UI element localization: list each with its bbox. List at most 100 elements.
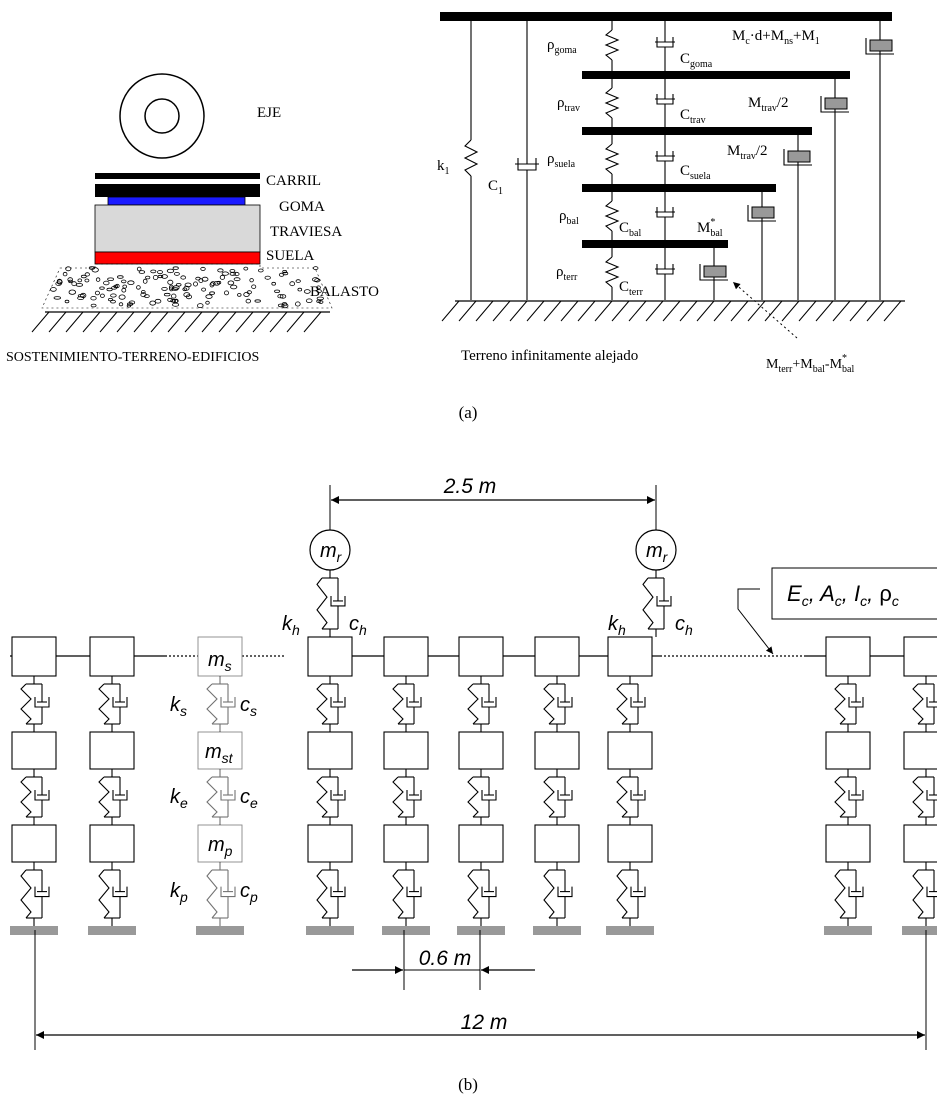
- label-balasto: BALASTO: [310, 284, 379, 300]
- label-mass-trav-b: Mtrav/2: [727, 143, 768, 162]
- pad-mass-box: [307, 824, 353, 863]
- label-rho-goma: ρgoma: [547, 37, 577, 56]
- ground-hatch-right: [441, 300, 905, 322]
- label-ch-2: ch: [675, 613, 693, 638]
- ground-hatch: [31, 311, 330, 333]
- rail-node-box: [89, 636, 135, 677]
- suspension: [316, 570, 346, 637]
- pad-mass-box: [825, 824, 871, 863]
- suspension: [642, 570, 672, 637]
- pad-mass-box: [458, 824, 504, 863]
- label-ch-1: ch: [349, 613, 367, 638]
- label-eje: EJE: [257, 105, 281, 121]
- label-k1: k1: [437, 158, 450, 177]
- label-dist-total: 12 m: [461, 1011, 508, 1034]
- ground-support: [824, 926, 872, 935]
- sleeper-mass-box: [903, 731, 937, 770]
- sleeper-column: [382, 636, 430, 935]
- sleeper-column: [606, 636, 654, 935]
- rail-top: [95, 173, 260, 179]
- rail-node-box: [307, 636, 353, 677]
- ballast-stones: [50, 266, 324, 309]
- label-goma: GOMA: [279, 199, 325, 215]
- lumped-model: k1 C1 ρgoma ρtrav ρsuela ρbal ρterr Cgom…: [437, 12, 905, 375]
- sleeper-column: [196, 636, 244, 935]
- sleeper-mass-box: [607, 731, 653, 770]
- label-kh-2: kh: [608, 613, 626, 638]
- ground-support: [606, 926, 654, 935]
- suela-layer: [94, 251, 261, 265]
- rail-node-box: [383, 636, 429, 677]
- rail-node-box: [903, 636, 937, 677]
- label-ce: ce: [240, 786, 258, 811]
- pad-mass-box: [607, 824, 653, 863]
- label-terreno: Terreno infinitamente alejado: [461, 348, 638, 364]
- label-c1: C1: [488, 178, 503, 197]
- rail-node-box: [11, 636, 57, 677]
- label-mass-terr: Mterr+Mbal-M*bal: [766, 353, 854, 375]
- sleeper-column: [10, 636, 58, 935]
- rho-springs: [604, 21, 620, 300]
- label-sostenimiento: SOSTENIMIENTO-TERRENO-EDIFICIOS: [6, 350, 259, 365]
- ballast-outline: [41, 263, 333, 309]
- pad-mass-box: [89, 824, 135, 863]
- wheel-icon: [119, 73, 205, 159]
- sleeper-mass-box: [825, 731, 871, 770]
- rail-bottom: [95, 184, 260, 197]
- pad-mass-box: [383, 824, 429, 863]
- pad-mass-box: [197, 824, 243, 863]
- label-mass-top: Mc·d+Mns+M1: [732, 28, 820, 47]
- wheel-mass-label: mr: [320, 540, 343, 565]
- label-mst: mst: [205, 741, 234, 766]
- label-c-goma: Cgoma: [680, 51, 713, 70]
- sleeper-mass-box: [383, 731, 429, 770]
- label-ke: ke: [170, 786, 188, 811]
- sleeper-column: [533, 636, 581, 935]
- label-mp: mp: [208, 834, 233, 859]
- label-rho-suela: ρsuela: [547, 151, 576, 170]
- sleeper-column: [824, 636, 872, 935]
- rail-properties-box: Ec, Ac, Ic, ρc: [771, 567, 937, 620]
- label-c-terr: Cterr: [619, 279, 644, 298]
- sleeper-mass-box: [534, 731, 580, 770]
- label-mass-bal: M*bal: [697, 217, 723, 239]
- wheel-mass: mr: [635, 529, 677, 637]
- pad-mass-box: [903, 824, 937, 863]
- ground-support: [902, 926, 937, 935]
- track-cross-section: EJE CARRIL GOMA TRAVIESA SUELA BALASTO S…: [6, 73, 379, 365]
- sleeper-column: [88, 636, 136, 935]
- pad-mass-box: [534, 824, 580, 863]
- label-part-a: (a): [459, 403, 478, 422]
- rail-node-box: [197, 636, 243, 677]
- plates: [440, 12, 892, 248]
- sleeper-mass-box: [458, 731, 504, 770]
- label-carril: CARRIL: [266, 173, 321, 189]
- label-dist-sleepers: 0.6 m: [419, 947, 472, 970]
- pointer-arrow: [732, 281, 798, 339]
- label-suela: SUELA: [266, 248, 315, 264]
- svg-text:Ec, Ac, Ic, ρc: Ec, Ac, Ic, ρc: [787, 581, 899, 609]
- ground-support: [306, 926, 354, 935]
- sleeper-mass-box: [89, 731, 135, 770]
- label-rho-trav: ρtrav: [557, 95, 580, 114]
- label-cp: cp: [240, 880, 258, 905]
- rail-node-box: [534, 636, 580, 677]
- rail-pointer: [737, 588, 774, 655]
- mass-elements: [699, 21, 894, 300]
- pad-mass-box: [11, 824, 57, 863]
- ground-support: [196, 926, 244, 935]
- label-part-b: (b): [458, 1075, 478, 1094]
- sleeper-column: [902, 636, 937, 935]
- ground-support: [457, 926, 505, 935]
- label-c-bal: Cbal: [619, 220, 641, 239]
- label-traviesa: TRAVIESA: [270, 224, 342, 240]
- wheel-mass: mr: [309, 529, 351, 637]
- rail-node-box: [458, 636, 504, 677]
- ground-support: [533, 926, 581, 935]
- k1-spring: [463, 21, 479, 300]
- label-c-suela: Csuela: [680, 163, 711, 182]
- ground-support: [88, 926, 136, 935]
- label-cs: cs: [240, 694, 257, 719]
